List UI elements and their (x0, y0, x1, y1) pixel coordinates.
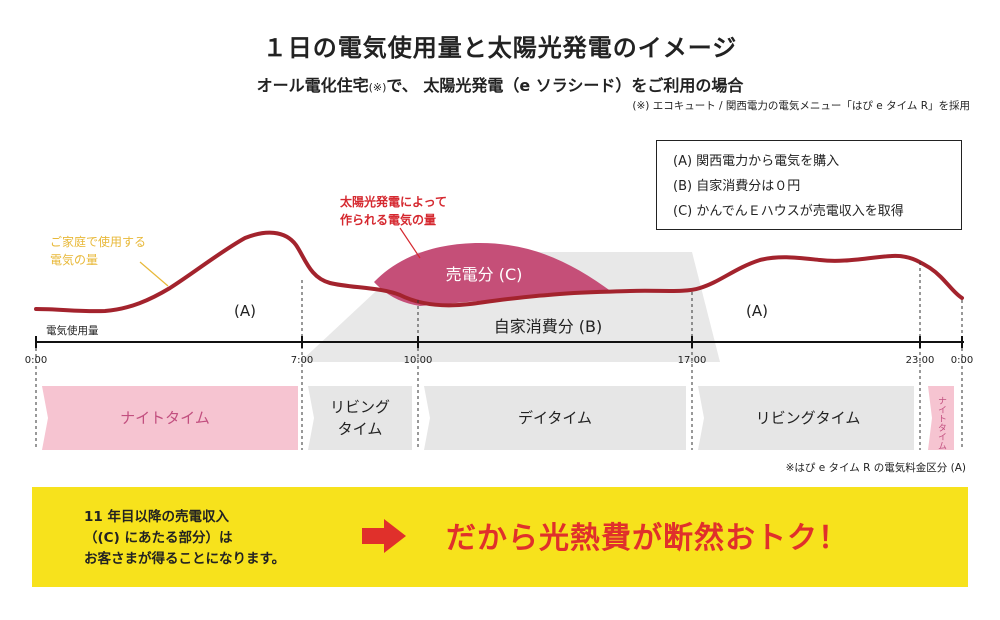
solar-label-line2: 作られる電気の量 (340, 212, 436, 227)
legend-item-b: (B) 自家消費分は０円 (673, 179, 801, 194)
solar-label-line1: 太陽光発電によって (340, 194, 447, 209)
banner-line-1: 11 年目以降の売電収入 (84, 509, 229, 525)
zone-night-late-label: ナイトタイム (936, 396, 947, 450)
time-label-2400: 0:00 (951, 355, 973, 366)
zone-day-block (424, 386, 686, 450)
zone-living-morning-label-2: タイム (338, 420, 383, 438)
subtitle: オール電化住宅(※)で、 太陽光発電（e ソラシード）をご利用の場合 (0, 72, 1000, 96)
legend-item-c: (C) かんでんＥハウスが売電収入を取得 (673, 204, 904, 219)
top-footnote: (※) エコキュート / 関西電力の電気メニュー「はぴ e タイム R」を採用 (632, 100, 970, 112)
zone-night-block (42, 386, 298, 450)
purchase-label-right: (A) (746, 302, 768, 320)
purchase-label-left: (A) (234, 302, 256, 320)
right-arrow-icon (362, 519, 406, 553)
bottom-footnote: ※はぴ e タイム R の電気料金区分 (A) (785, 462, 966, 474)
zone-living-morning-label-1: リビング (330, 398, 390, 416)
subtitle-main-b: で、 太陽光発電（e ソラシード）をご利用の場合 (386, 76, 744, 95)
legend-item-a: (A) 関西電力から電気を購入 (673, 154, 840, 169)
banner-explanation: 11 年目以降の売電収入 （(C) にあたる部分）は お客さまが得ることになりま… (84, 507, 285, 570)
banner-line-3: お客さまが得ることになります。 (84, 551, 286, 567)
zone-night-label: ナイトタイム (120, 409, 210, 427)
page-title: １日の電気使用量と太陽光発電のイメージ (262, 34, 738, 62)
time-label-2300: 23:00 (906, 355, 935, 366)
usage-curve (34, 230, 964, 314)
diagram-canvas: 0:00 7:00 10:00 17:00 23:00 0:00 電気使用量 ご… (25, 194, 973, 450)
usage-label-line1: ご家庭で使用する (50, 234, 146, 249)
zone-living-evening-block (698, 386, 914, 450)
subtitle-main-a: オール電化住宅 (256, 76, 369, 95)
usage-label-line2: 電気の量 (50, 252, 98, 267)
zone-living-morning-block (308, 386, 412, 450)
self-consumption-label: 自家消費分 (B) (494, 317, 603, 336)
zone-day-label: デイタイム (518, 409, 592, 427)
zone-living-evening-label: リビングタイム (756, 409, 861, 427)
banner-headline: だから光熱費が断然おトク！ (446, 521, 849, 556)
conclusion-banner: 11 年目以降の売電収入 （(C) にあたる部分）は お客さまが得ることになりま… (32, 487, 968, 587)
time-label-1700: 17:00 (678, 355, 707, 366)
zone-night-late-block (928, 386, 954, 450)
sell-area (374, 243, 612, 306)
subtitle-note-mark: (※) (368, 81, 387, 94)
time-label-0000: 0:00 (25, 355, 47, 366)
solar-label-pointer (399, 227, 421, 259)
usage-label-pointer (139, 261, 169, 287)
legend-box: (A) 関西電力から電気を購入 (B) 自家消費分は０円 (C) かんでんＥハウ… (656, 140, 962, 230)
axis-label: 電気使用量 (46, 324, 99, 337)
time-label-1000: 10:00 (404, 355, 433, 366)
banner-line-2: （(C) にあたる部分）は (84, 530, 233, 546)
time-label-0700: 7:00 (291, 355, 313, 366)
sell-label: 売電分 (C) (446, 265, 523, 284)
